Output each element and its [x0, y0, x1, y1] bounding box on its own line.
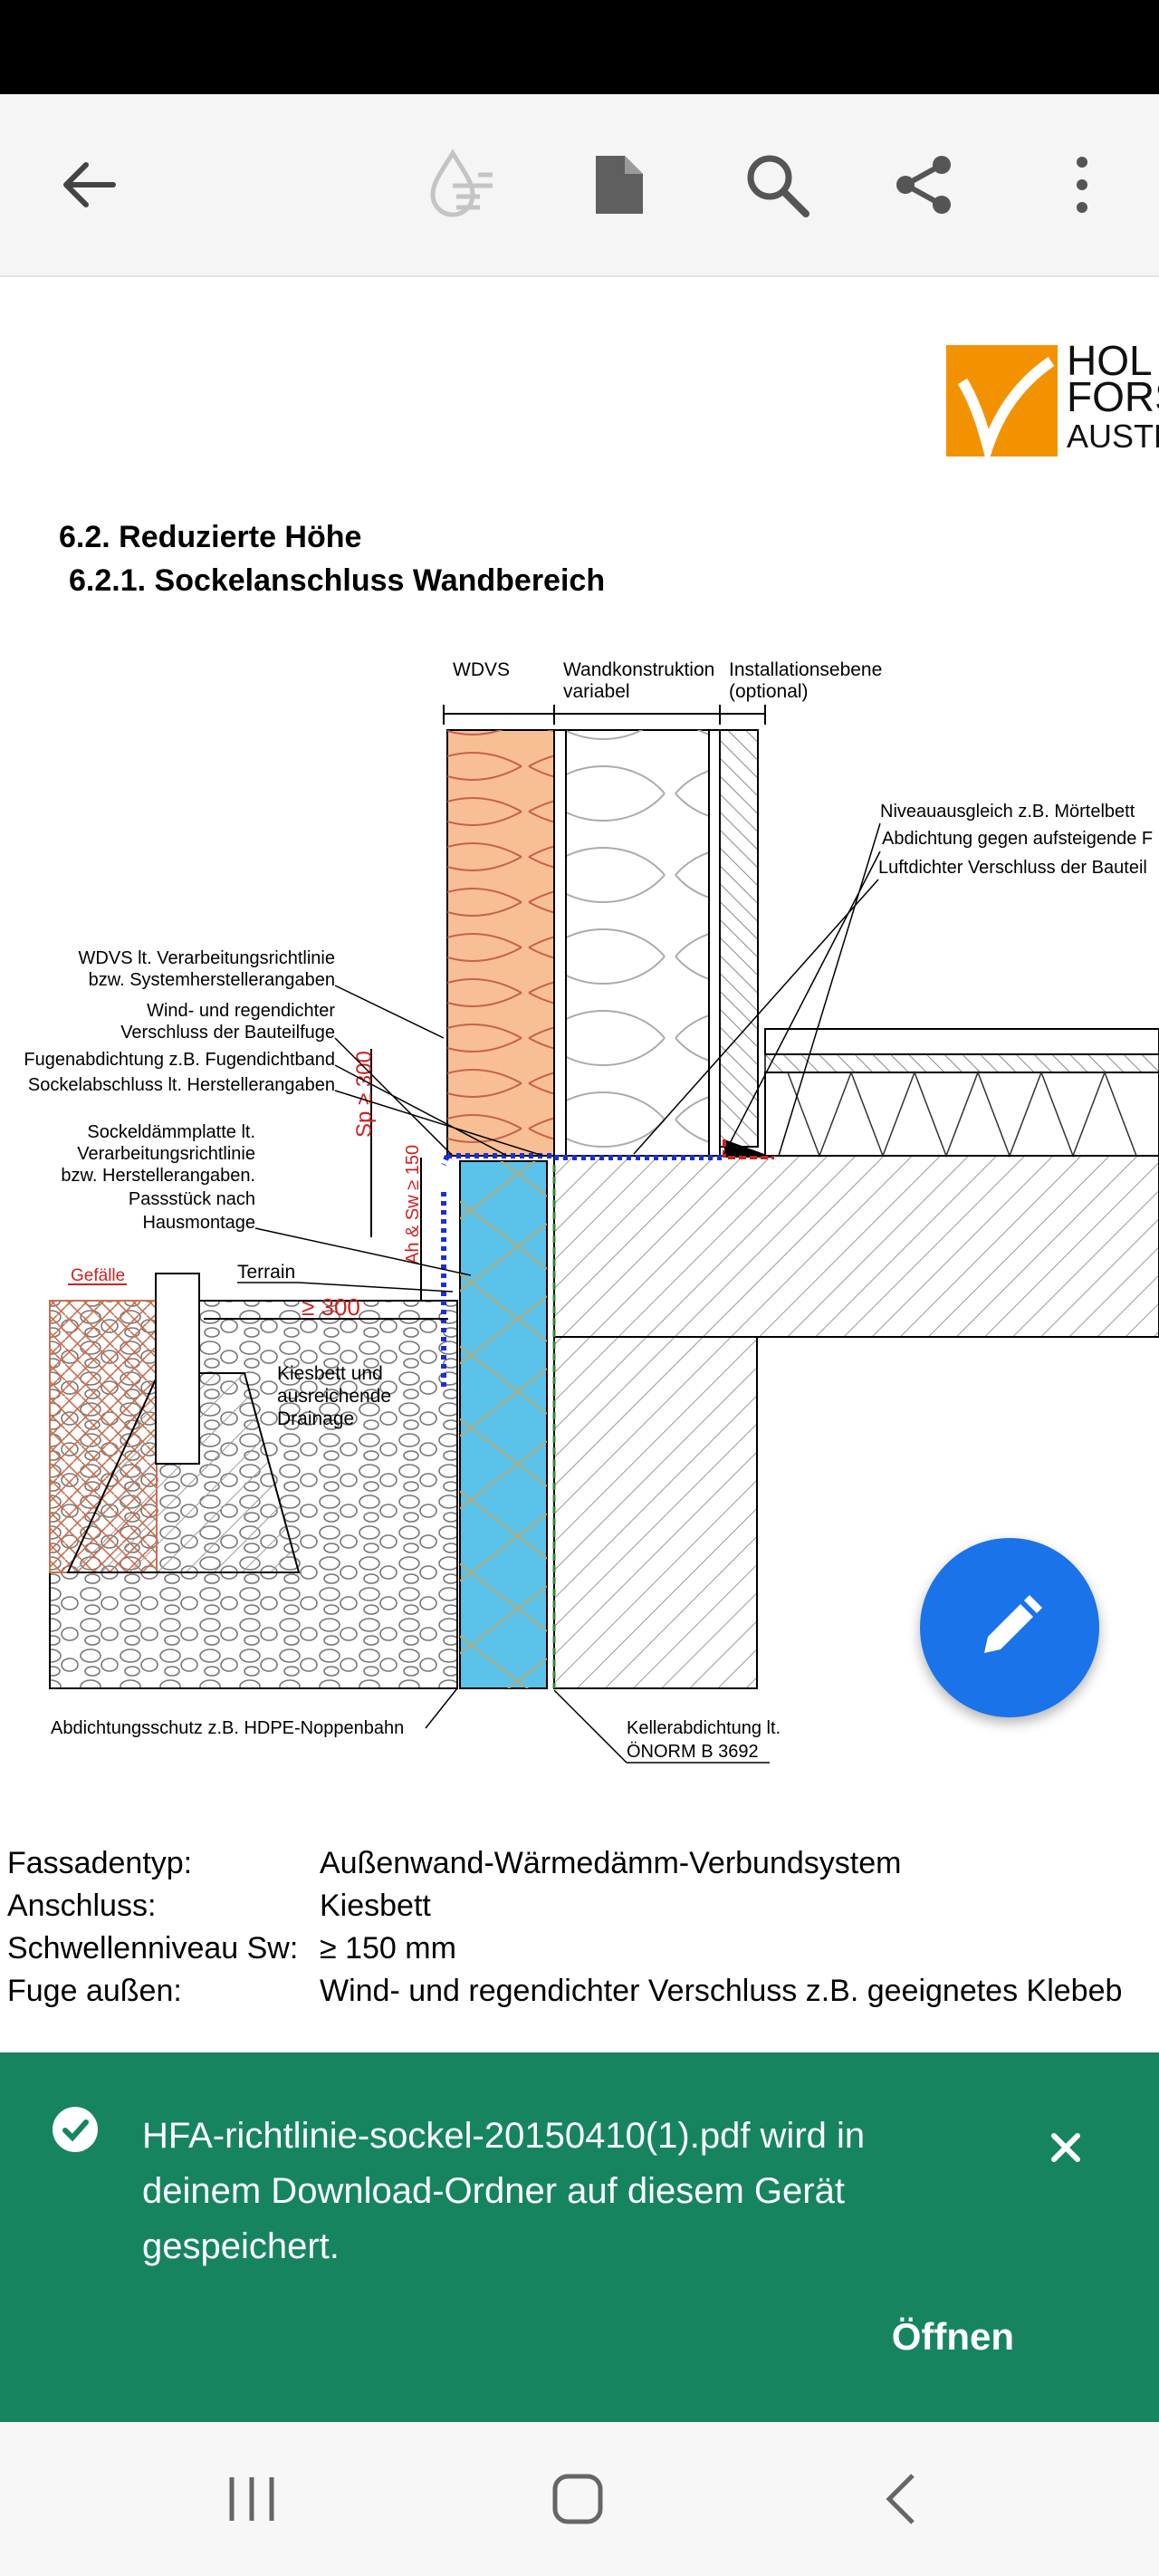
status-bar — [0, 0, 1159, 94]
dim-300: ≥ 300 — [302, 1293, 360, 1321]
snackbar-message: HFA-richtlinie-sockel-20150410(1).pdf wi… — [142, 2116, 866, 2266]
col-install: Installationsebene — [729, 659, 882, 680]
logo-text: HOL FORS AUSTR — [1067, 337, 1159, 455]
search-icon[interactable] — [732, 139, 822, 230]
share-icon[interactable] — [878, 139, 969, 230]
label-sockelab: Sockelabschluss lt. Herstellerangaben — [28, 1075, 335, 1095]
fact-row-connection: Anschluss:Kiesbett — [7, 1889, 431, 1923]
label-luftdicht: Luftdichter Verschluss der Bauteil — [878, 858, 1147, 878]
pdf-page[interactable]: HOL FORS AUSTR 6.2. Reduzierte Höhe 6.2.… — [0, 277, 1159, 2052]
more-vertical-icon[interactable] — [1037, 139, 1127, 230]
label-sockeld-5: Hausmontage — [142, 1213, 255, 1233]
download-snackbar: HFA-richtlinie-sockel-20150410(1).pdf wi… — [0, 2052, 1159, 2422]
label-kies-3: Drainage — [277, 1408, 354, 1429]
col-install-2: (optional) — [729, 681, 809, 702]
top-toolbar — [0, 94, 1159, 277]
construction-drawing: WDVS Wandkonstruktion variabel Installat… — [24, 659, 1159, 1764]
fact-row-facade: Fassadentyp:Außenwand-Wärmedämm-Verbunds… — [7, 1846, 902, 1880]
col-wand: Wandkonstruktion — [563, 659, 714, 680]
logo — [946, 345, 1058, 466]
open-button[interactable]: Öffnen — [891, 2315, 1014, 2358]
label-sockeld-4: Passstück nach — [129, 1189, 255, 1209]
label-fugen: Fugenabdichtung z.B. Fugendichtband — [24, 1050, 335, 1070]
label-gefaelle: Gefälle — [71, 1266, 125, 1285]
label-wind-1: Wind- und regendichter — [147, 1001, 335, 1021]
label-sockeld-1: Sockeldämmplatte lt. — [87, 1122, 255, 1142]
dim-sp: Sp ≥ 300 — [352, 1051, 377, 1138]
home-icon[interactable] — [523, 2458, 632, 2540]
label-wdvs-1: WDVS lt. Verarbeitungsrichtlinie — [79, 948, 335, 968]
label-keller-1: Kellerabdichtung lt. — [627, 1718, 781, 1738]
label-keller-2: ÖNORM B 3692 — [627, 1742, 759, 1762]
label-schutz: Abdichtungsschutz z.B. HDPE-Noppenbahn — [51, 1718, 404, 1738]
label-terrain: Terrain — [237, 1262, 295, 1283]
col-wand-2: variabel — [563, 681, 630, 702]
close-icon[interactable] — [1039, 2121, 1092, 2174]
label-niveau: Niveauausgleich z.B. Mörtelbett — [880, 802, 1135, 822]
fact-row-joint: Fuge außen:Wind- und regendichter Versch… — [7, 1974, 1123, 2008]
label-sockeld-2: Verarbeitungsrichtlinie — [77, 1144, 255, 1164]
subsection-heading: 6.2.1. Sockelanschluss Wandbereich — [69, 563, 606, 598]
back-icon[interactable] — [848, 2458, 956, 2540]
liquid-mode-icon[interactable] — [421, 139, 512, 230]
facts-table: Fassadentyp:Außenwand-Wärmedämm-Verbunds… — [7, 1842, 1122, 2013]
label-abdichtung: Abdichtung gegen aufsteigende F — [882, 829, 1153, 849]
edit-fab-button[interactable] — [920, 1538, 1099, 1717]
dim-ah: Ah & Sw ≥ 150 — [403, 1145, 423, 1264]
check-circle-icon — [53, 2107, 98, 2152]
label-sockeld-3: bzw. Herstellerangaben. — [61, 1166, 255, 1186]
col-wdvs: WDVS — [453, 659, 510, 680]
section-heading: 6.2. Reduzierte Höhe — [59, 520, 362, 554]
system-nav-bar — [0, 2422, 1159, 2576]
fact-row-threshold: Schwellenniveau Sw:≥ 150 mm — [7, 1931, 456, 1966]
recent-apps-icon[interactable] — [197, 2458, 306, 2540]
back-arrow-icon[interactable] — [43, 139, 134, 230]
label-wdvs-2: bzw. Systemherstellerangaben — [89, 970, 335, 990]
document-icon[interactable] — [574, 139, 665, 230]
pencil-icon — [984, 1595, 1042, 1653]
label-kies-2: ausreichende — [277, 1386, 391, 1407]
label-wind-2: Verschluss der Bauteilfuge — [120, 1023, 335, 1043]
label-kies-1: Kiesbett und — [277, 1363, 383, 1384]
